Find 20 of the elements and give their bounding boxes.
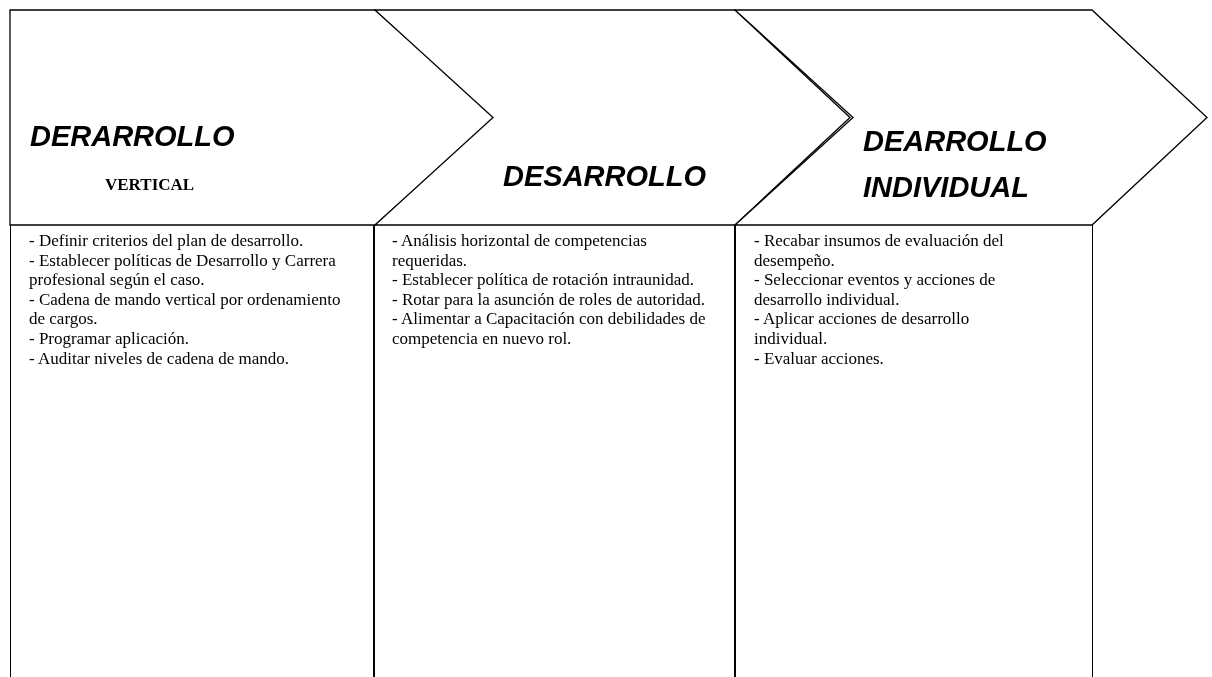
- stage-heading: DEARROLLO INDIVIDUAL: [863, 124, 1048, 205]
- stage-heading: DESARROLLO: [503, 160, 706, 193]
- activity-item: - Programar aplicación.: [29, 328, 190, 349]
- activity-item: - Aplicar acciones de desarrollo individual.: [754, 309, 971, 349]
- activity-item: - Definir criterios del plan de desarrollo.: [29, 231, 305, 251]
- activity-item: - Cadena de mando vertical por ordenamiento de cargos.: [29, 289, 342, 329]
- activity-item: - Auditar niveles de cadena de mando.: [29, 348, 291, 369]
- activity-item: - Alimentar a Capacitación con debilidades de competencia en nuevo rol.: [392, 309, 707, 349]
- activity-item: - Seleccionar eventos y acciones de desarrollo individual.: [754, 270, 997, 310]
- stage-heading: DERARROLLO: [30, 120, 235, 153]
- activity-column: [373, 225, 735, 677]
- stage-heading: VERTICAL: [105, 175, 195, 195]
- activity-item: - Análisis horizontal de competencias requeridas.: [392, 231, 648, 271]
- activity-item: - Rotar para la asunción de roles de autoridad.: [392, 289, 706, 310]
- activity-column: [735, 225, 1093, 677]
- activity-column: [10, 225, 375, 677]
- activity-item: - Recabar insumos de evaluación del desempeño.: [754, 231, 1005, 271]
- activity-item: - Establecer políticas de Desarrollo y Carrera profesional según el caso.: [29, 250, 337, 290]
- activity-item: - Evaluar acciones.: [754, 348, 885, 369]
- activity-item: - Establecer política de rotación intraunidad.: [392, 270, 696, 290]
